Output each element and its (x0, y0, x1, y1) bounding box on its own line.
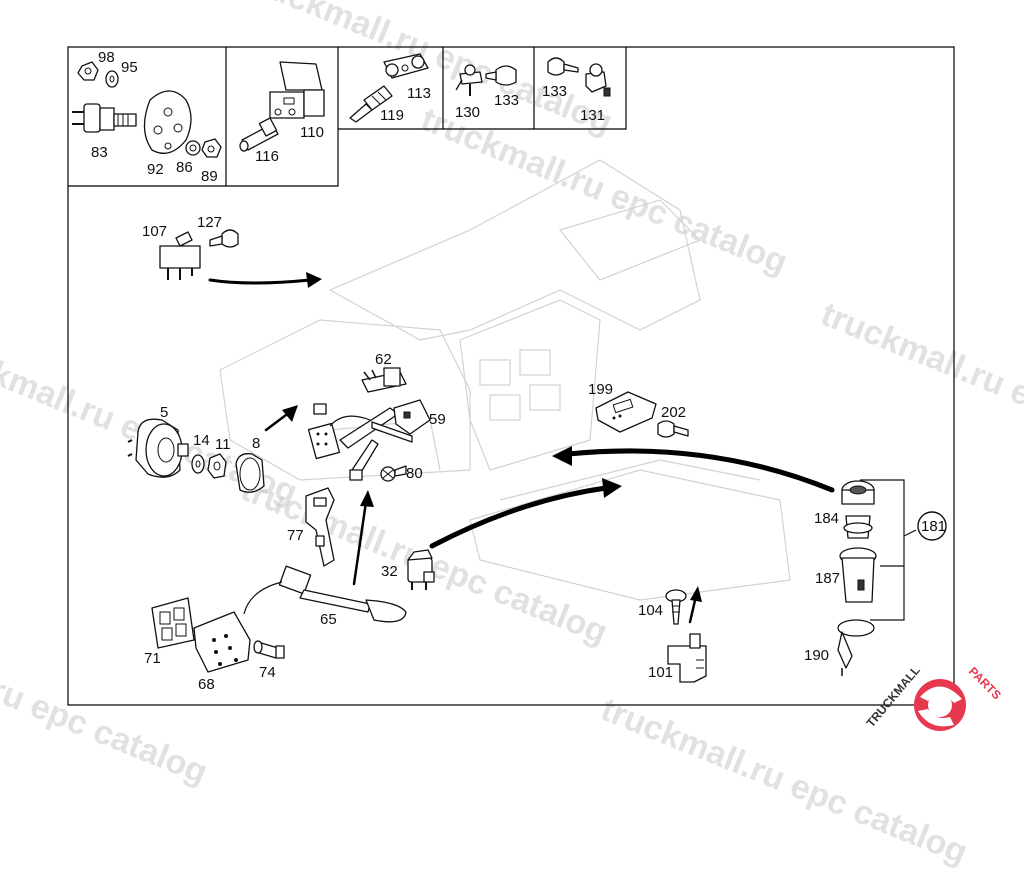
parts-diagram: 98 95 83 92 86 89 116 110 113 119 130 13… (67, 46, 1004, 731)
label-part-92: 92 (147, 161, 164, 178)
part-80-screw (380, 465, 407, 482)
label-part-59: 59 (429, 411, 446, 428)
label-part-74: 74 (259, 664, 276, 681)
label-part-184: 184 (814, 510, 839, 527)
label-part-71: 71 (144, 650, 161, 667)
part-92-plate (143, 90, 192, 154)
part-107-microswitch (159, 231, 201, 280)
label-part-190: 190 (804, 647, 829, 664)
label-part-98: 98 (98, 49, 115, 66)
part-labels: 98 95 83 92 86 89 116 110 113 119 130 13… (91, 49, 946, 693)
part-74-bulb (253, 640, 285, 659)
part-127-screw (209, 229, 239, 248)
part-89-nut (201, 138, 222, 158)
label-part-104: 104 (638, 602, 663, 619)
part-190-bulb-holder (837, 619, 875, 676)
label-part-133: 133 (542, 83, 567, 100)
label-part-86: 86 (176, 159, 193, 176)
logo-text-accent: PARTS (966, 664, 1004, 702)
part-32-switch (407, 549, 435, 590)
part-116-connector (239, 117, 279, 152)
part-101-bracket (667, 633, 707, 683)
label-part-32: 32 (381, 563, 398, 580)
label-part-80: 80 (406, 465, 423, 482)
arrow-8-to-switch (264, 405, 298, 432)
label-part-199: 199 (588, 381, 613, 398)
label-part-8: 8 (252, 435, 260, 452)
part-68-connector-block (193, 611, 251, 673)
arrow-101-to-console (688, 586, 702, 624)
part-133-screw (547, 57, 579, 76)
part-104-screw (665, 589, 687, 625)
label-part-119: 119 (380, 107, 404, 124)
part-11-nut (207, 453, 227, 479)
gear-icon (914, 679, 966, 731)
arrow-lighter-to-console (552, 446, 835, 493)
label-part-65: 65 (320, 611, 337, 628)
part-62-connector (361, 367, 407, 393)
label-part-202: 202 (661, 404, 686, 421)
label-part-95: 95 (121, 59, 138, 76)
part-199-switch-unit (595, 391, 657, 433)
part-14-washer (191, 454, 205, 474)
label-part-187: 187 (815, 570, 840, 587)
part-181-bracket-callout (860, 479, 947, 621)
arrow-107-to-dashboard (208, 272, 322, 288)
label-part-5: 5 (160, 404, 168, 421)
part-110-switch-housing (269, 61, 325, 119)
part-5-light-switch (127, 418, 189, 478)
truckmall-logo: TRUCKMALL PARTS (864, 663, 1004, 731)
label-part-113: 113 (407, 85, 431, 102)
label-part-101: 101 (648, 664, 673, 681)
dashboard-outline (219, 159, 791, 601)
label-part-131: 131 (580, 107, 605, 124)
part-119-bulb-socket (349, 85, 393, 123)
part-113-connector (383, 53, 429, 79)
label-part-11: 11 (215, 436, 231, 453)
part-59-combination-switch (339, 399, 431, 481)
label-part-181: 181 (921, 518, 946, 535)
label-part-116: 116 (255, 148, 279, 165)
part-71-switch-panel (151, 597, 195, 649)
part-130-clip (455, 64, 483, 96)
label-part-110: 110 (300, 124, 324, 141)
part-77-bracket (305, 487, 335, 567)
part-133-screw (485, 65, 517, 86)
arrow-65-to-column (352, 490, 374, 586)
part-202-screw (657, 420, 689, 438)
label-part-77: 77 (287, 527, 304, 544)
label-part-133: 133 (494, 92, 519, 109)
part-83-rotary-switch (72, 103, 137, 133)
part-184-lighter-element (841, 480, 875, 539)
part-187-lighter-socket (839, 547, 877, 603)
label-part-83: 83 (91, 144, 108, 161)
label-part-68: 68 (198, 676, 215, 693)
label-part-89: 89 (201, 168, 218, 185)
label-part-14: 14 (193, 432, 210, 449)
part-8-knob (235, 453, 265, 493)
part-98-nut (77, 61, 99, 81)
label-part-127: 127 (197, 214, 222, 231)
part-connector-plug (307, 403, 371, 460)
part-65-stalk-switch (243, 565, 407, 623)
logo-text-main: TRUCKMALL (864, 663, 923, 730)
arrow-32-to-console (429, 478, 622, 549)
label-part-130: 130 (455, 104, 480, 121)
part-131-bracket (585, 63, 611, 97)
label-part-107: 107 (142, 223, 167, 240)
diagram-frame (67, 46, 955, 706)
part-86-lock-washer (185, 140, 201, 156)
part-95-washer (105, 70, 119, 88)
label-part-62: 62 (375, 351, 392, 368)
